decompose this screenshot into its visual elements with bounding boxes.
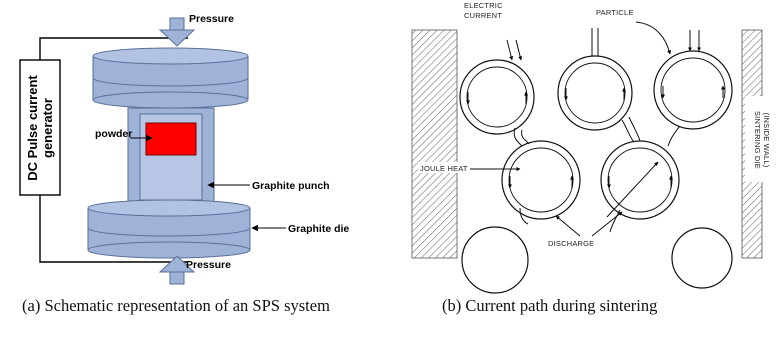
wire-top: [39, 37, 188, 60]
pressure-arrow-top: [158, 17, 196, 47]
particle-necks: [513, 116, 681, 233]
caption-a: (a) Schematic representation of an SPS s…: [22, 296, 330, 315]
generator-label: DC Pulse current: [25, 75, 40, 181]
current-loop: [607, 147, 673, 213]
particle: [600, 140, 680, 220]
die-wall-left: [411, 29, 458, 259]
top-electrode: [92, 47, 249, 109]
current-loop: [564, 62, 626, 124]
particle-label: PARTICLE: [596, 8, 634, 17]
current-loop: [466, 66, 528, 128]
particle: [557, 55, 633, 131]
label-bg: [418, 162, 469, 173]
pressure-top-label: Pressure: [189, 13, 234, 25]
current-flow-arrows: [466, 85, 725, 189]
generator-label-2: generator: [40, 98, 55, 158]
incoming-current-lines: [506, 28, 701, 61]
joule-heat-label: JOULE HEAT: [420, 164, 468, 173]
particle: [653, 50, 733, 130]
powder-sample: [145, 122, 197, 156]
sintering-die-label: SINTERING DIE: [753, 111, 762, 169]
particle: [459, 59, 535, 135]
graphite-punch-label: Graphite punch: [252, 180, 330, 192]
particles: [459, 50, 733, 294]
label-bg: [745, 96, 766, 182]
label-bg: [462, 0, 502, 22]
particle: [501, 140, 581, 220]
bottom-electrode: [87, 199, 251, 259]
discharge-leaders: [555, 161, 659, 237]
pressure-arrow-bottom: [158, 255, 196, 285]
discharge-label: DISCHARGE: [548, 239, 594, 248]
panel-b-current-path: ELECTRIC CURRENT PARTICLE JOULE HEAT DIS…: [411, 0, 771, 294]
particle: [461, 226, 529, 294]
panel-a-sps-schematic: DC Pulse current generator Pressure: [19, 13, 349, 285]
caption-b: (b) Current path during sintering: [442, 296, 658, 315]
inside-wall-label: (INSIDE WALL): [762, 113, 771, 168]
current-loop: [660, 57, 726, 123]
electric-label: ELECTRIC: [464, 1, 503, 10]
dc-generator-box: [19, 59, 61, 196]
pressure-bottom-label: Pressure: [186, 259, 231, 271]
particle: [671, 227, 733, 289]
current-label: CURRENT: [464, 11, 502, 20]
wire-bottom: [39, 195, 188, 263]
particle-leader: [635, 21, 672, 55]
current-loop: [508, 147, 574, 213]
label-bg: [546, 237, 598, 248]
powder-label: powder: [95, 128, 132, 140]
graphite-die-label: Graphite die: [288, 223, 349, 235]
